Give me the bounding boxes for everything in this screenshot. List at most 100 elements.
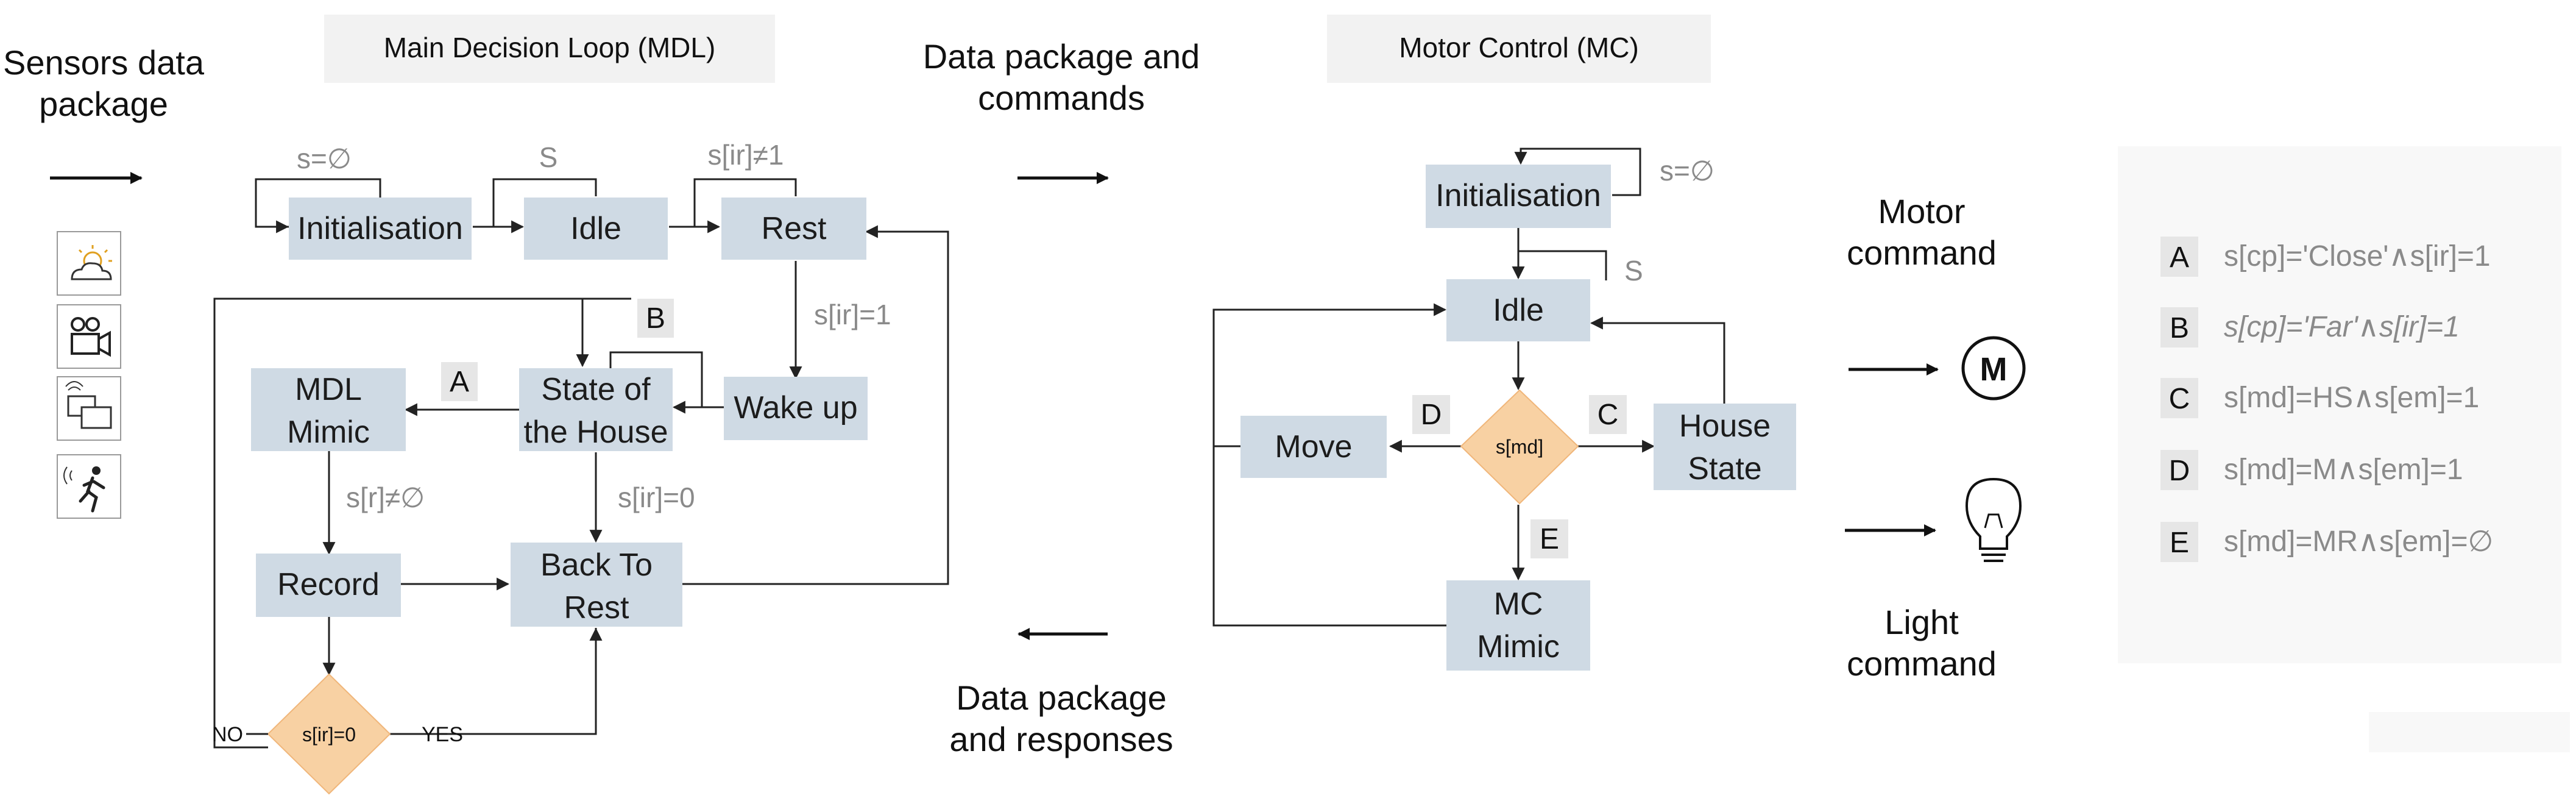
legend-key-b-box — [2160, 307, 2198, 347]
mc-tag-e: E — [1540, 523, 1559, 555]
data-cmds-label-line2: commands — [978, 79, 1145, 117]
mc-tag-c-box — [1589, 395, 1627, 434]
motion-icon — [57, 454, 121, 519]
mdl-yes-label: YES — [422, 723, 463, 746]
mdl-yes-path — [387, 628, 597, 735]
mdl-header: Main Decision Loop (MDL) — [384, 32, 716, 63]
camera-icon — [57, 304, 121, 369]
mc-move-node — [1240, 416, 1387, 478]
mdl-cond-init-loop: s=∅ — [297, 143, 352, 174]
lightbulb-icon — [1965, 477, 2022, 562]
legend-text-a: s[cp]='Close'∧s[ir]=1 — [2224, 240, 2491, 272]
mc-init-label: Initialisation — [1435, 178, 1601, 213]
legend-text-c: s[md]=HS∧s[em]=1 — [2224, 382, 2479, 414]
legend-item-d: D s[md]=M∧s[em]=1 — [2160, 450, 2463, 490]
mdl-tag-a: A — [450, 366, 469, 398]
mdl-rest-node — [721, 198, 866, 260]
mdl-back-node — [511, 543, 682, 627]
data-resp-label-line1: Data package — [956, 678, 1167, 717]
mdl-init-node — [289, 198, 472, 260]
mc-house-label-2: State — [1688, 451, 1761, 486]
mdl-tag-b-box — [637, 299, 674, 338]
mc-tag-e-box — [1530, 519, 1568, 558]
legend-key-e: E — [2170, 527, 2189, 559]
mdl-init-label: Initialisation — [297, 211, 463, 246]
legend-item-e: E s[md]=MR∧s[em]=∅ — [2160, 522, 2493, 562]
mdl-record-label: Record — [277, 567, 380, 602]
mdl-decision-node — [267, 673, 391, 795]
legend-key-a-box — [2160, 237, 2198, 277]
data-cmds-label-line1: Data package and — [923, 37, 1200, 76]
data-resp-label-line2: and responses — [949, 720, 1173, 758]
mc-mimic-label-1: MC — [1494, 586, 1543, 622]
mdl-rest-label: Rest — [762, 211, 827, 246]
mc-decision-label: s[md] — [1496, 436, 1543, 458]
mc-house-node — [1654, 404, 1796, 490]
sensors-label-line2: package — [39, 85, 168, 123]
mdl-state-node — [519, 368, 673, 451]
mc-tag-d: D — [1421, 399, 1442, 431]
mdl-cond-idle-loop: S — [539, 141, 558, 173]
mc-idle-label: Idle — [1493, 293, 1544, 328]
mdl-record-node — [256, 554, 401, 617]
motor-cmd-label-line2: command — [1847, 233, 1997, 272]
mc-house-label-1: House — [1679, 408, 1771, 444]
mc-header-box — [1327, 15, 1711, 83]
legend-item-c: C s[md]=HS∧s[em]=1 — [2160, 378, 2479, 418]
mc-mimic-node — [1446, 580, 1590, 671]
mdl-no-loop-path — [213, 297, 631, 749]
legend-item-b: B s[cp]='Far'∧s[ir]=1 — [2160, 307, 2460, 347]
mc-move-to-idle-path — [1212, 308, 1444, 447]
mdl-rest-self-loop — [693, 178, 797, 227]
mc-init-node — [1426, 165, 1611, 228]
mdl-back-to-rest-path — [682, 230, 949, 585]
legend-key-a: A — [2170, 241, 2189, 274]
mdl-mimic-label-1: MDL — [295, 372, 362, 407]
motor-cmd-label-line1: Motor — [1878, 192, 1965, 230]
mdl-back-label-2: Rest — [564, 590, 629, 625]
mdl-wake-node — [724, 377, 868, 440]
mdl-state-label-2: the House — [523, 415, 668, 450]
mdl-cond-state-back: s[ir]=0 — [618, 482, 695, 513]
legend-key-d: D — [2169, 455, 2190, 487]
legend-text-e: s[md]=MR∧s[em]=∅ — [2224, 525, 2493, 558]
legend-key-c-box — [2160, 378, 2198, 418]
mc-mimic-return-path — [1212, 446, 1446, 627]
mdl-idle-self-loop — [492, 178, 597, 227]
legend-key-e-box — [2160, 522, 2198, 562]
mc-idle-self-loop — [1517, 250, 1607, 280]
sensors-label-line1: Sensors data — [3, 43, 205, 82]
legend-footer-box — [2369, 712, 2570, 752]
mdl-cond-rest-wake: s[ir]=1 — [814, 299, 891, 330]
legend-item-a: A s[cp]='Close'∧s[ir]=1 — [2160, 237, 2491, 277]
light-cmd-label-line2: command — [1847, 644, 1997, 683]
mdl-idle-node — [524, 198, 668, 260]
mc-move-label: Move — [1275, 429, 1352, 465]
light-cmd-label-line1: Light — [1884, 603, 1959, 641]
mdl-tag-a-box — [441, 362, 478, 401]
mdl-no-label: NO — [212, 723, 243, 746]
mc-idle-node — [1446, 279, 1590, 341]
mc-header: Motor Control (MC) — [1399, 32, 1639, 63]
mdl-idle-label: Idle — [570, 211, 621, 246]
legend-key-c: C — [2169, 383, 2190, 415]
mdl-header-box — [324, 15, 775, 83]
mdl-back-label-1: Back To — [540, 547, 653, 583]
legend-text-b: s[cp]='Far'∧s[ir]=1 — [2224, 311, 2460, 343]
mdl-state-label-1: State of — [541, 372, 651, 407]
mdl-cond-rest-loop: s[ir]≠1 — [708, 139, 784, 171]
weather-icon — [57, 231, 121, 296]
mdl-mimic-label-2: Mimic — [287, 415, 370, 450]
mdl-decision-label: s[ir]=0 — [302, 724, 356, 746]
mc-cond-init-loop: s=∅ — [1660, 155, 1714, 187]
motor-icon-letter: M — [1980, 351, 2008, 388]
mc-mimic-label-2: Mimic — [1477, 629, 1560, 664]
mdl-mimic-node — [251, 368, 406, 451]
mc-cond-idle-loop: S — [1624, 255, 1643, 287]
mdl-cond-mimic-record: s[r]≠∅ — [346, 482, 425, 513]
mc-tag-c: C — [1598, 399, 1619, 431]
mc-tag-d-box — [1412, 395, 1450, 434]
motor-icon: M — [1961, 336, 2026, 401]
